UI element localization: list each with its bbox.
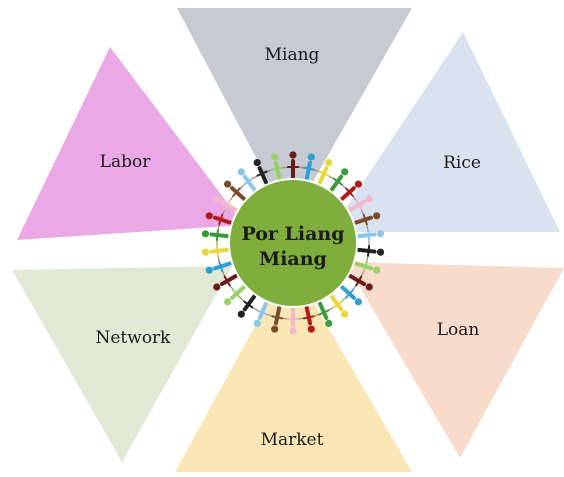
person-figure (340, 180, 362, 201)
person-figure (348, 195, 373, 212)
person-figure (317, 301, 333, 327)
segment-miang (177, 8, 412, 222)
person-figure (329, 294, 349, 318)
person-figure (287, 151, 299, 179)
person-figure (356, 229, 385, 242)
center-label-line1: Por Liang (241, 223, 344, 245)
person-figure (348, 274, 373, 291)
person-figure (271, 153, 284, 181)
segment-label-rice: Rice (443, 153, 481, 173)
segment-label-loan: Loan (437, 320, 480, 340)
person-figure (271, 305, 284, 333)
segment-market (175, 262, 412, 472)
person-figure (340, 285, 362, 306)
person-figure (302, 305, 315, 333)
person-figure (287, 307, 299, 335)
person-figure (205, 260, 233, 274)
person-figure (213, 195, 238, 212)
person-figure (353, 260, 381, 274)
person-figure (213, 274, 238, 291)
person-figure (353, 212, 381, 226)
person-figure (302, 153, 315, 181)
person-figure (356, 244, 385, 257)
person-figure (205, 212, 233, 226)
person-figure (201, 229, 230, 242)
person-figure (253, 301, 269, 327)
person-figure (253, 159, 269, 185)
person-figure (237, 168, 257, 192)
segment-network (12, 266, 232, 462)
segment-label-network: Network (96, 328, 172, 348)
person-figure (237, 294, 257, 318)
person-figure (201, 244, 230, 257)
segment-rice (330, 32, 560, 232)
segment-label-miang: Miang (265, 45, 320, 65)
person-figure (224, 285, 246, 306)
segment-label-labor: Labor (100, 152, 152, 172)
segment-labor (17, 47, 244, 240)
person-figure (329, 168, 349, 192)
person-figure (224, 180, 246, 201)
center-circle (228, 178, 358, 308)
person-figure (317, 159, 333, 185)
segment-label-market: Market (261, 430, 324, 450)
segment-loan (345, 262, 564, 458)
people-ring (201, 151, 385, 335)
center-label-line2: Miang (259, 248, 327, 270)
